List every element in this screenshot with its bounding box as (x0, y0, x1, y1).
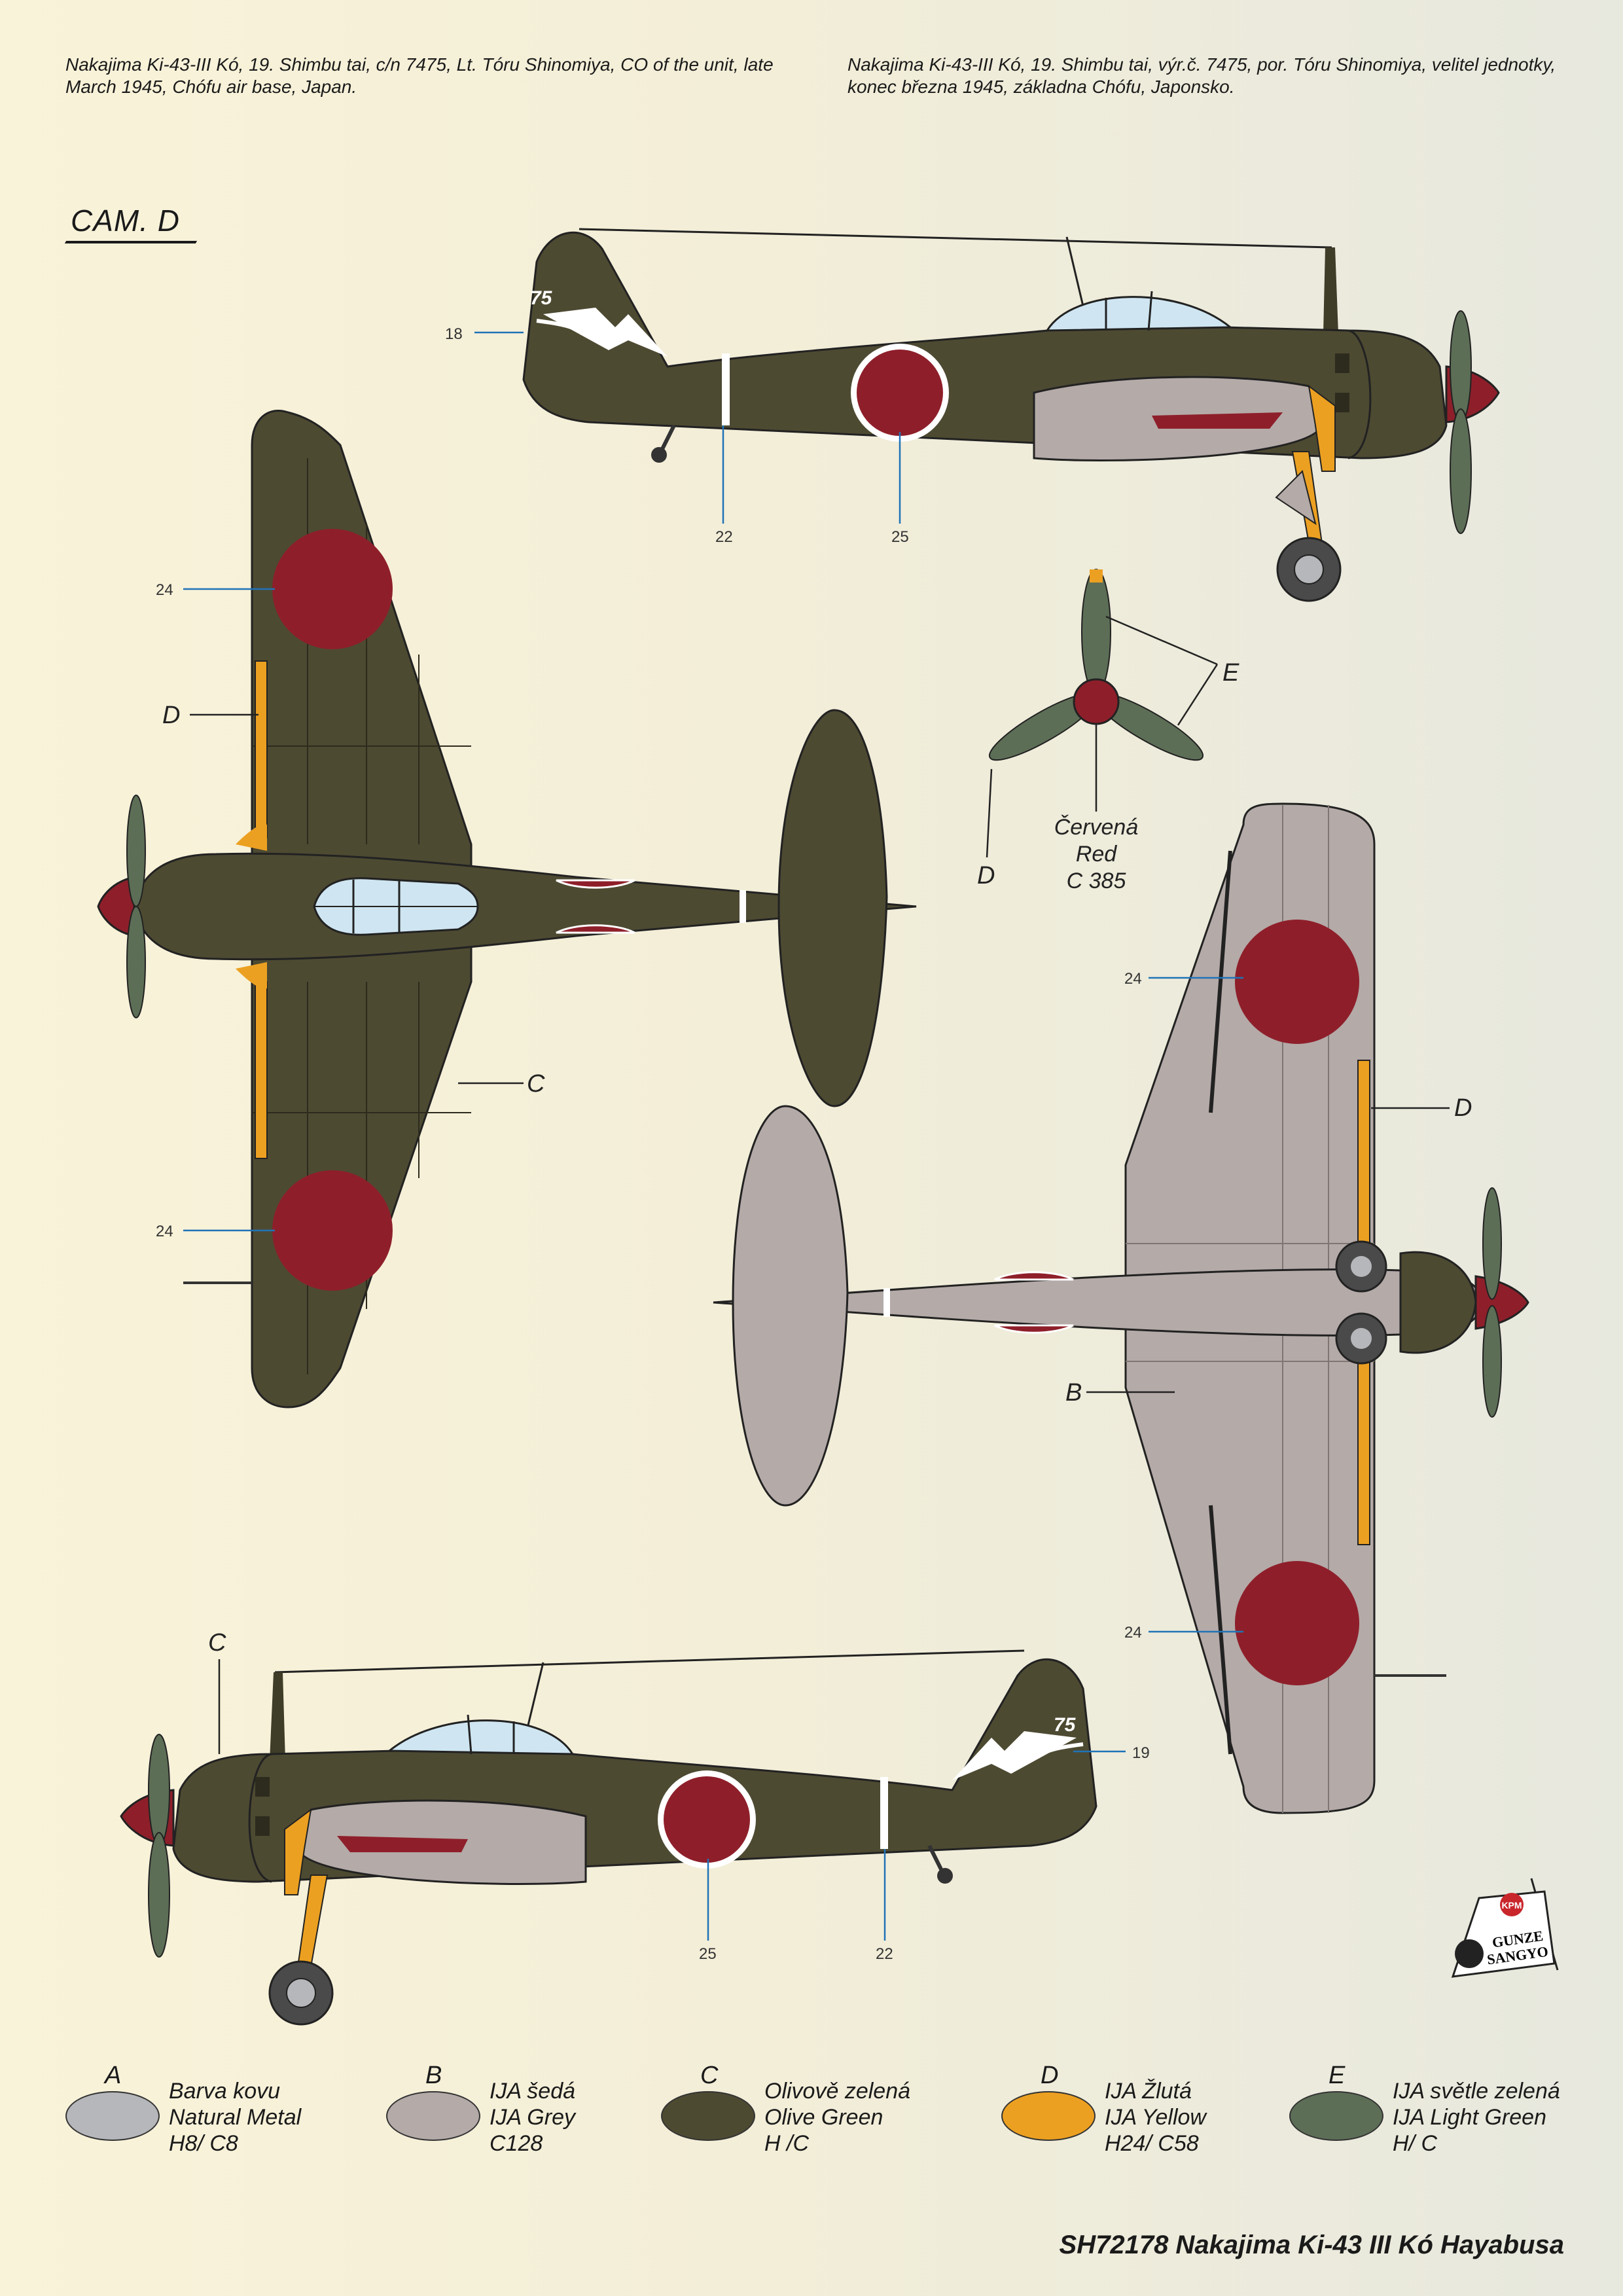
side-view-left: 75 (120, 1649, 1097, 2026)
prop-color-code: C 385 (1067, 869, 1126, 893)
swatch-b (386, 2091, 480, 2141)
propeller-callouts (986, 615, 1219, 858)
callout-24-top-b: 24 (156, 1223, 173, 1240)
callouts-bottom-view (1149, 977, 1243, 1633)
swatch-e (1289, 2091, 1383, 2141)
callout-25-bottom: 25 (699, 1945, 717, 1963)
prop-color-en: Red (1076, 842, 1117, 867)
callout-c-top: C (527, 1070, 545, 1098)
callout-b-bottom: B (1065, 1379, 1082, 1407)
tail-number-left: 75 (1054, 1714, 1077, 1736)
callouts-side-right (474, 331, 901, 524)
callout-22-top: 22 (715, 528, 733, 546)
propeller-front-view (988, 569, 1204, 761)
logo-badge: KPM (1501, 1900, 1522, 1910)
camouflage-label: CAM. D (71, 204, 180, 238)
callout-25-top: 25 (891, 528, 909, 546)
callout-c-side: C (208, 1629, 226, 1657)
swatch-c (661, 2091, 755, 2141)
bottom-view (713, 802, 1529, 1814)
callout-18: 18 (445, 325, 463, 343)
gunze-sangyo-logo: KPM GUNZE SANGYO (1440, 1872, 1571, 1983)
caption-english: Nakajima Ki-43-III Kó, 19. Shimbu tai, c… (65, 54, 774, 97)
side-view-right: 75 (522, 228, 1500, 602)
callouts-side-left (707, 1750, 1126, 1941)
callout-24-bottom-a: 24 (1124, 970, 1142, 988)
callout-22-bottom: 22 (876, 1945, 893, 1963)
callout-e: E (1222, 659, 1240, 687)
tail-number-right: 75 (530, 287, 553, 309)
callout-d-prop: D (977, 862, 995, 889)
prop-color-cz: Červená (1054, 815, 1139, 840)
callout-d-top: D (162, 702, 180, 729)
swatch-d (1001, 2091, 1096, 2141)
callout-19: 19 (1132, 1744, 1150, 1762)
swatch-a (65, 2091, 160, 2141)
product-title: SH72178 Nakajima Ki-43 III Kó Hayabusa (1059, 2231, 1564, 2259)
caption-czech: Nakajima Ki-43-III Kó, 19. Shimbu tai, v… (847, 54, 1556, 97)
callout-24-top-a: 24 (156, 581, 173, 599)
callouts-top-view (183, 588, 275, 1232)
callout-d-bottom: D (1454, 1094, 1472, 1122)
top-view (97, 409, 917, 1408)
callout-24-bottom-b: 24 (1124, 1624, 1142, 1641)
